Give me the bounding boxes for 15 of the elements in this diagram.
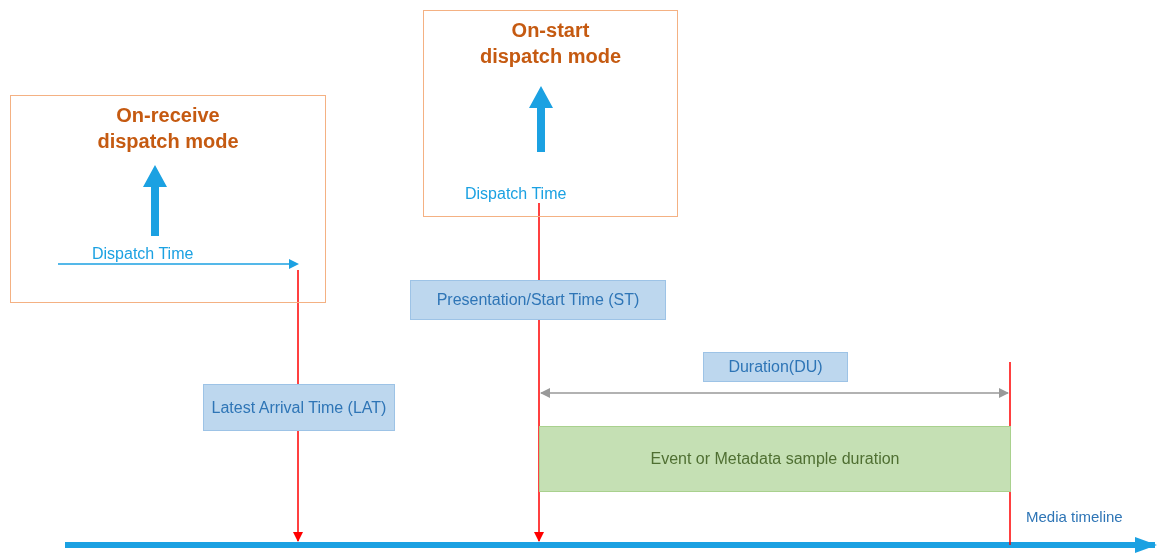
mode-box	[10, 95, 326, 303]
dispatch-time-label: Dispatch Time	[58, 244, 299, 270]
time-label-box: Latest Arrival Time (LAT)	[203, 384, 395, 431]
time-label-box: Presentation/Start Time (ST)	[410, 280, 666, 320]
mode-box	[423, 10, 678, 217]
mode-title: On-start dispatch mode	[478, 18, 623, 69]
arrow	[293, 430, 303, 542]
dispatch-time-label: Dispatch Time	[465, 184, 585, 204]
mode-title: On-receive dispatch mode	[96, 103, 240, 154]
connector-line	[538, 202, 540, 281]
axis-label: Media timeline	[1026, 508, 1123, 525]
event-duration-bar: Event or Metadata sample duration	[539, 426, 1011, 492]
connector-line	[297, 269, 299, 385]
time-label-box: Duration(DU)	[703, 352, 848, 382]
arrow	[534, 319, 544, 542]
